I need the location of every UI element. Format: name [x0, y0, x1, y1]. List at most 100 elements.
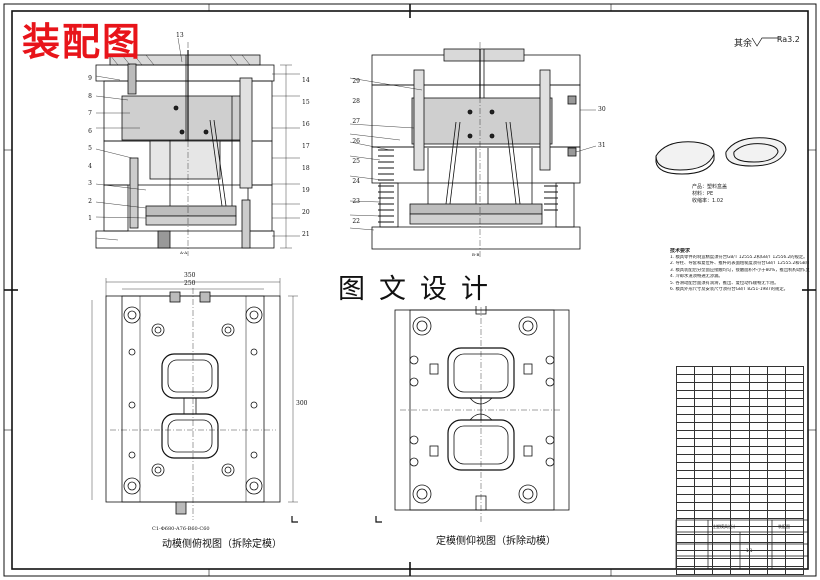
- bom-cell: [766, 414, 786, 423]
- bom-row: [675, 438, 805, 447]
- bom-cell: [748, 398, 768, 407]
- bom-cell: [694, 406, 714, 415]
- bom-cell: [694, 478, 714, 487]
- bom-cell: [748, 486, 768, 495]
- bom-cell: [748, 382, 768, 391]
- bom-row: [675, 422, 805, 431]
- bom-cell: [730, 454, 750, 463]
- bom-row: [675, 566, 805, 575]
- callout: 24: [352, 178, 360, 185]
- callout: 4: [88, 162, 92, 170]
- note-line: 4. 冷却水道须畅通无渗漏。: [670, 274, 723, 279]
- callout: 17: [302, 143, 310, 150]
- product-name: 产品：塑料盒盖: [692, 184, 728, 190]
- plan-view-moving-half: [91, 278, 298, 520]
- product-shrinkage: 收缩率：1.02: [692, 198, 724, 204]
- note-line: 1. 模具零件的制造精度须符合GB/T 12555.2和GB/T 12556.2…: [670, 254, 808, 260]
- callout: 3: [88, 180, 92, 187]
- plan-view-fixed-half: [394, 296, 570, 524]
- callout: 2: [88, 197, 92, 205]
- callout: 25: [352, 158, 360, 165]
- section-view-b: [349, 42, 597, 258]
- bom-cell: [784, 478, 805, 487]
- bom-cell: [712, 422, 732, 431]
- bom-cell: [784, 470, 805, 479]
- bom-cell: [712, 398, 732, 407]
- bom-cell: [784, 422, 805, 431]
- bom-row: [675, 542, 805, 551]
- bom-row: [675, 454, 805, 463]
- bom-cell: [748, 454, 768, 463]
- bom-cell: [766, 390, 786, 399]
- bom-cell: [712, 382, 732, 391]
- bom-cell: [748, 502, 768, 511]
- bom-cell: [766, 422, 786, 431]
- bom-cell: [694, 430, 714, 439]
- bom-cell: [766, 382, 786, 391]
- callout: 22: [352, 218, 360, 225]
- bom-cell: [675, 542, 696, 551]
- bom-cell: [675, 430, 696, 439]
- callout: 28: [352, 98, 360, 105]
- bom-cell: [784, 550, 805, 559]
- bom-cell: [748, 366, 768, 375]
- bom-cell: [675, 366, 696, 375]
- bom-cell: [675, 374, 696, 383]
- roughness-label: 其余: [734, 39, 753, 49]
- bom-cell: [675, 550, 696, 559]
- bom-cell: [694, 518, 714, 527]
- bom-cell: [712, 478, 732, 487]
- bom-cell: [694, 558, 714, 567]
- bom-cell: [748, 446, 768, 455]
- bom-row: [675, 374, 805, 383]
- bom-row: [675, 502, 805, 511]
- bom-cell: [748, 478, 768, 487]
- callout: 29: [352, 78, 360, 85]
- bom-cell: [766, 502, 786, 511]
- bom-row: [675, 398, 805, 407]
- bom-cell: [730, 382, 750, 391]
- bom-cell: [730, 366, 750, 375]
- bom-cell: [675, 414, 696, 423]
- bom-cell: [784, 374, 805, 383]
- bom-cell: [784, 454, 805, 463]
- bom-cell: [784, 438, 805, 447]
- bom-cell: [712, 430, 732, 439]
- bom-cell: [694, 422, 714, 431]
- bom-cell: [730, 470, 750, 479]
- callout: 23: [352, 198, 360, 205]
- bom-cell: [748, 494, 768, 503]
- dim-height: 300: [296, 400, 308, 407]
- bom-cell: [694, 366, 714, 375]
- bom-cell: [748, 406, 768, 415]
- bom-row: [675, 382, 805, 391]
- bom-cell: [694, 438, 714, 447]
- bom-cell: [712, 510, 732, 519]
- bom-cell: [730, 462, 750, 471]
- bom-row: [675, 534, 805, 543]
- bom-cell: [784, 382, 805, 391]
- product-material: 材料：PE: [692, 191, 714, 197]
- bom-cell: [766, 566, 786, 575]
- bom-cell: [712, 366, 732, 375]
- bom-cell: [784, 414, 805, 423]
- bom-cell: [730, 486, 750, 495]
- bom-cell: [675, 526, 696, 535]
- bom-cell: [675, 382, 696, 391]
- bom-cell: [694, 494, 714, 503]
- bom-cell: [675, 566, 696, 575]
- bom-cell: [748, 470, 768, 479]
- bom-cell: [766, 510, 786, 519]
- title-block-name: 注塑模具设计: [712, 524, 736, 529]
- bom-cell: [675, 390, 696, 399]
- bom-cell: [730, 438, 750, 447]
- bom-cell: [730, 398, 750, 407]
- bom-cell: [675, 470, 696, 479]
- bom-cell: [784, 510, 805, 519]
- bom-row: [675, 470, 805, 479]
- bom-cell: [784, 366, 805, 375]
- bom-cell: [730, 566, 750, 575]
- note-line: 5. 各滑动配合面须有润滑，推出、复位动作顺畅无卡阻。: [670, 280, 779, 286]
- bom-cell: [784, 406, 805, 415]
